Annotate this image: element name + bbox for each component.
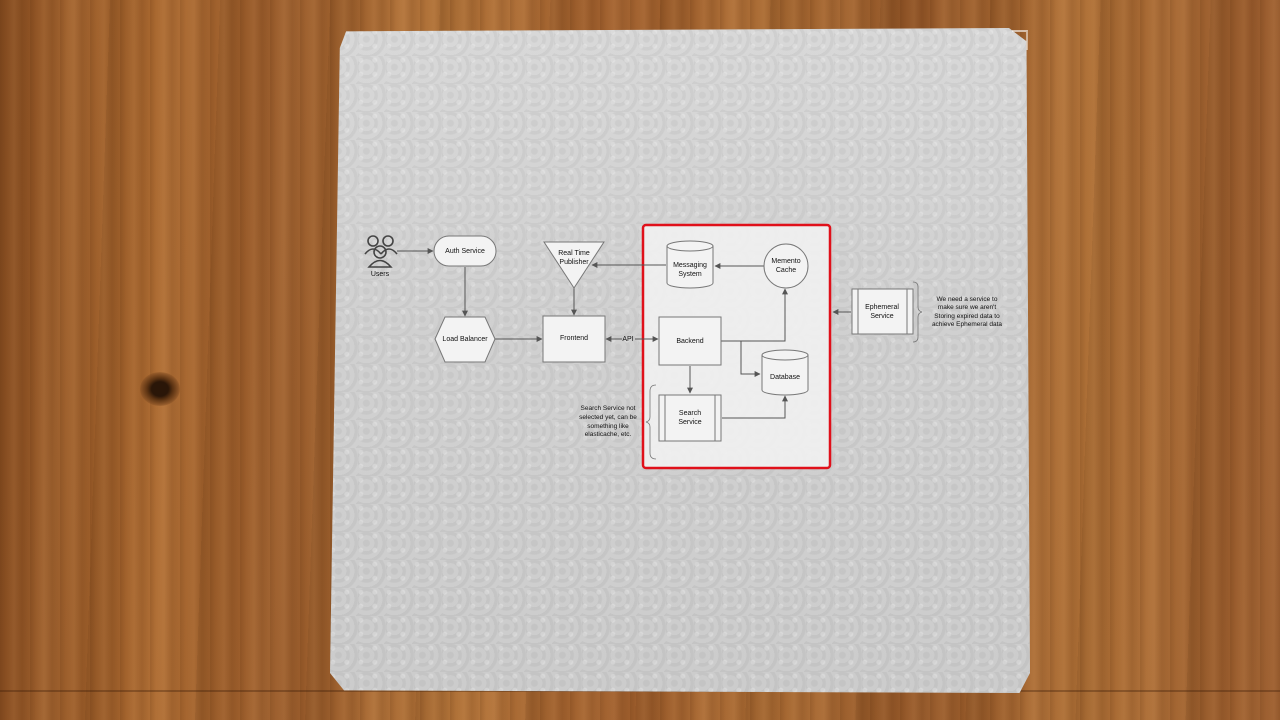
wood-knot: [140, 372, 180, 406]
ephemeral-service-node: [851, 288, 914, 335]
users-label: Users: [371, 271, 390, 278]
messaging-system-label-2: System: [678, 271, 702, 278]
messaging-system-label-1: Messaging: [673, 262, 707, 269]
ephemeral-note-line-4: achieve Ephemeral data: [932, 321, 1002, 328]
backend-label: Backend: [676, 338, 703, 345]
frontend-label: Frontend: [560, 335, 588, 342]
search-service-label-1: Search: [679, 410, 701, 417]
memento-cache-node: [763, 243, 809, 289]
messaging-system-node: [666, 240, 714, 289]
memento-cache-label-1: Memento: [771, 258, 800, 265]
search-note-line-2: selected yet, can be: [579, 414, 637, 421]
search-note-line-3: something like: [587, 423, 629, 430]
database-node: [761, 349, 809, 396]
search-service-node: [658, 394, 722, 442]
memento-cache-label-2: Cache: [776, 267, 796, 274]
ephemeral-note-line-3: Storing expired data to: [934, 313, 1000, 320]
api-label: API: [622, 336, 633, 343]
search-note-line-1: Search Service not: [581, 405, 636, 412]
real-time-publisher-node: [543, 241, 605, 289]
arrow-backend-cache: [721, 288, 788, 342]
ephemeral-note-line-2: make sure we aren't: [938, 304, 997, 311]
auth-service-label: Auth Service: [445, 248, 485, 255]
real-time-publisher-label-1: Real Time: [558, 250, 590, 257]
database-label: Database: [770, 374, 800, 381]
search-service-label-2: Service: [678, 419, 701, 426]
paper-towel-fold: [1012, 30, 1028, 50]
real-time-publisher-label-2: Publisher: [559, 259, 589, 266]
search-note-line-4: elasticache, etc.: [585, 431, 632, 438]
load-balancer-label: Load Balancer: [442, 336, 488, 343]
ephemeral-service-label-2: Service: [870, 313, 893, 320]
auth-service-node: [433, 235, 497, 267]
load-balancer-node: [434, 316, 496, 363]
arrow-backend-database: [721, 340, 761, 377]
connectors: [397, 248, 851, 419]
users-icon: [364, 235, 398, 268]
backend-node: [658, 316, 722, 366]
arrow-search-database: [722, 395, 788, 419]
frontend-node: [542, 315, 606, 363]
ephemeral-note-brace: [912, 281, 923, 343]
ephemeral-note-line-1: We need a service to: [937, 296, 998, 303]
ephemeral-service-label-1: Ephemeral: [865, 304, 899, 311]
search-note-brace: [645, 384, 657, 460]
